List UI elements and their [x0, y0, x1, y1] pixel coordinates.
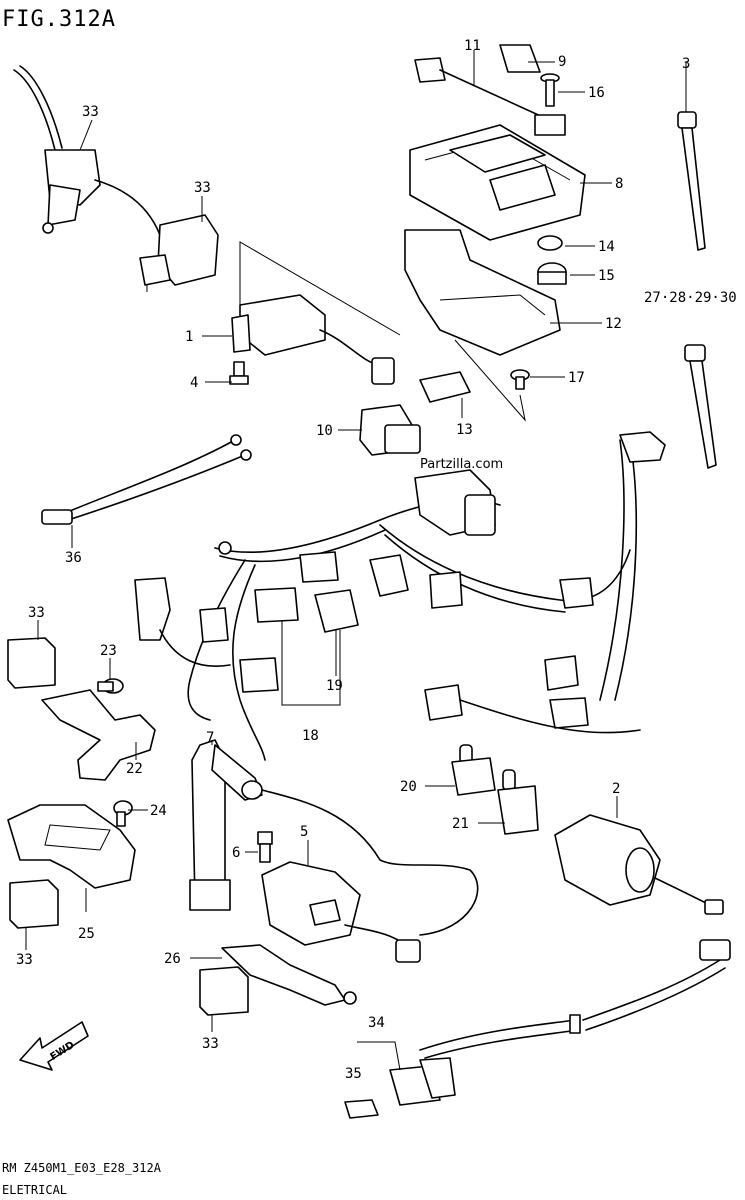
callout-33-b[interactable]: 33 [16, 952, 33, 968]
part-7-plug-cap[interactable] [189, 739, 479, 936]
callout-8[interactable]: 8 [615, 176, 623, 192]
footer-code: RM Z450M1_E03_E28_312A [2, 1161, 162, 1175]
callout-13[interactable]: 13 [456, 422, 473, 438]
part-1-cdi-unit[interactable] [231, 294, 395, 385]
callout-1[interactable]: 1 [185, 329, 193, 345]
callout-6[interactable]: 6 [232, 845, 240, 861]
leader-12-to-13 [454, 339, 526, 422]
callout-7[interactable]: 7 [206, 730, 214, 746]
callout-15[interactable]: 15 [598, 268, 615, 284]
callout-33-a[interactable]: 33 [28, 605, 45, 621]
part-25-bracket[interactable] [7, 804, 136, 889]
callout-2[interactable]: 2 [612, 781, 620, 797]
part-26-bracket[interactable] [221, 944, 357, 1006]
part-33-cover-b[interactable] [9, 879, 59, 929]
part-5-ignition-coil[interactable] [261, 861, 421, 963]
fwd-arrow-icon: FWD [19, 1021, 89, 1071]
callout-31[interactable]: 33 [194, 180, 211, 196]
part-21-relay[interactable] [497, 769, 539, 835]
callout-35[interactable]: 35 [345, 1066, 362, 1082]
leader-1-to-12 [239, 241, 401, 336]
part-10-coupler[interactable] [359, 404, 421, 456]
part-11-strap[interactable] [414, 57, 566, 136]
part-15-damper[interactable] [537, 262, 567, 285]
callout-18[interactable]: 18 [302, 728, 319, 744]
callout-14[interactable]: 14 [598, 239, 615, 255]
part-27-30-cable-ties[interactable] [684, 344, 717, 469]
part-35-fuse[interactable] [344, 1099, 379, 1119]
callout-26[interactable]: 26 [164, 951, 181, 967]
callout-10[interactable]: 10 [316, 423, 333, 439]
callout-21[interactable]: 21 [452, 816, 469, 832]
part-31-unit[interactable] [139, 214, 219, 292]
part-33-cover-c[interactable] [199, 966, 249, 1016]
callout-11[interactable]: 11 [464, 38, 481, 54]
part-32-switch[interactable] [13, 65, 161, 236]
callout-16[interactable]: 16 [588, 85, 605, 101]
part-4-bolt[interactable] [229, 361, 249, 385]
part-22-bracket[interactable] [41, 689, 156, 781]
callout-24[interactable]: 24 [150, 803, 167, 819]
callout-17[interactable]: 17 [568, 370, 585, 386]
part-23-bolt[interactable] [97, 678, 124, 694]
part-14-grommet[interactable] [537, 235, 563, 251]
bracket-18 [281, 620, 341, 706]
callout-32[interactable]: 33 [82, 104, 99, 120]
callout-labels: 33 33 11 9 16 3 8 14 15 27·28·29·30 12 1… [16, 38, 737, 1082]
part-2-sensor[interactable] [554, 814, 724, 915]
part-24-bolt[interactable] [113, 800, 133, 827]
part-6-bolt[interactable] [257, 831, 273, 863]
part-3-cable-tie[interactable] [677, 111, 706, 251]
callout-12[interactable]: 12 [605, 316, 622, 332]
part-13-plate[interactable] [419, 371, 471, 403]
part-18-wiring-harness[interactable] [134, 431, 666, 761]
callout-4[interactable]: 4 [190, 375, 198, 391]
part-16-screw[interactable] [540, 73, 560, 107]
callout-3[interactable]: 3 [682, 56, 690, 72]
callout-33-c[interactable]: 33 [202, 1036, 219, 1052]
part-19-connector[interactable] [314, 589, 359, 633]
callout-9[interactable]: 9 [558, 54, 566, 70]
callout-5[interactable]: 5 [300, 824, 308, 840]
callout-34[interactable]: 34 [368, 1015, 385, 1031]
part-17-screw[interactable] [510, 369, 530, 390]
watermark: Partzilla.com [420, 457, 503, 472]
part-36-cable[interactable] [41, 434, 252, 525]
part-33-cover-a[interactable] [7, 637, 56, 689]
callout-27-30[interactable]: 27·28·29·30 [644, 290, 737, 306]
callout-23[interactable]: 23 [100, 643, 117, 659]
footer-section: ELETRICAL [2, 1183, 67, 1197]
callout-20[interactable]: 20 [400, 779, 417, 795]
figure-title: FIG.312A [2, 7, 116, 32]
part-9-pad[interactable] [499, 44, 541, 73]
part-34-harness[interactable] [389, 939, 731, 1106]
callout-25[interactable]: 25 [78, 926, 95, 942]
callout-19[interactable]: 19 [326, 678, 343, 694]
callout-36[interactable]: 36 [65, 550, 82, 566]
part-8-ecm[interactable] [409, 124, 586, 241]
part-20-relay[interactable] [451, 744, 496, 796]
part-12-bracket[interactable] [404, 229, 561, 356]
leader-lines [25, 50, 687, 1032]
bracket-34 [357, 1041, 401, 1071]
callout-22[interactable]: 22 [126, 761, 143, 777]
